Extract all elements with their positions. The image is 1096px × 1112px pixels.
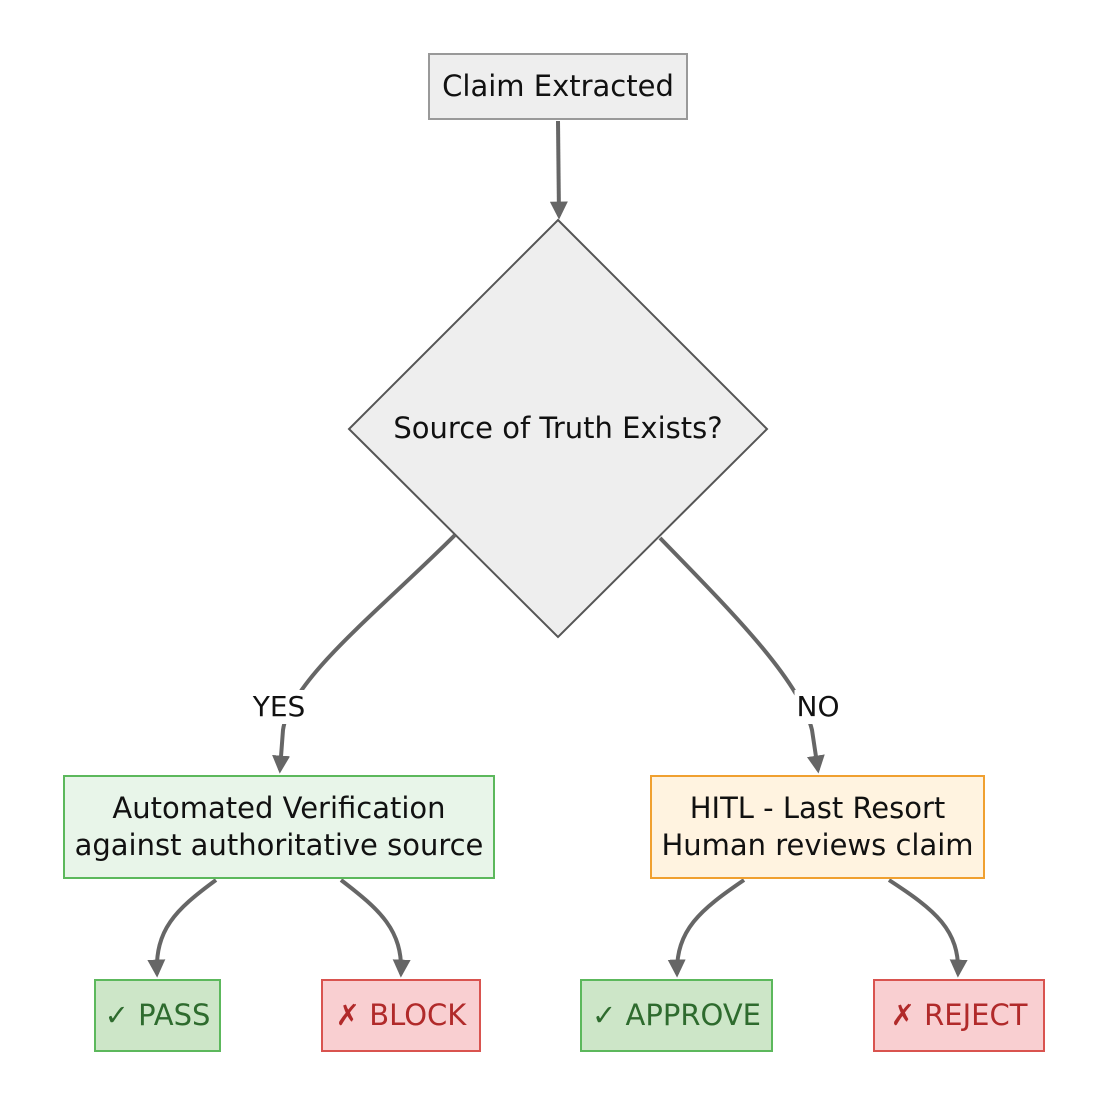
decision-diamond	[347, 218, 769, 639]
no-edge-label: NO	[794, 690, 842, 724]
edge-yes	[272, 533, 457, 774]
block-label: ✗ BLOCK	[335, 998, 467, 1032]
approve-label: ✓ APPROVE	[592, 998, 761, 1032]
automated-verification-line1: Automated Verification	[112, 791, 446, 825]
start-node: Claim Extracted	[428, 53, 688, 120]
edge-auto-to-pass	[147, 878, 218, 978]
edge-auto-to-block	[339, 878, 411, 978]
edge-hitl-to-approve	[667, 878, 746, 978]
edge-no	[658, 536, 825, 774]
pass-label: ✓ PASS	[104, 998, 211, 1032]
automated-verification-node: Automated Verification against authorita…	[63, 775, 495, 879]
hitl-node: HITL - Last Resort Human reviews claim	[650, 775, 985, 879]
automated-verification-line2: against authoritative source	[74, 828, 484, 862]
reject-label: ✗ REJECT	[890, 998, 1028, 1032]
approve-node: ✓ APPROVE	[580, 979, 773, 1052]
edge-hitl-to-reject	[887, 878, 968, 978]
hitl-line1: HITL - Last Resort	[689, 791, 946, 825]
pass-node: ✓ PASS	[94, 979, 221, 1052]
reject-node: ✗ REJECT	[873, 979, 1045, 1052]
block-node: ✗ BLOCK	[321, 979, 481, 1052]
edge-start-to-decision	[549, 120, 568, 220]
yes-edge-label: YES	[250, 690, 308, 724]
start-node-label: Claim Extracted	[442, 69, 674, 103]
decision-label: Source of Truth Exists?	[393, 411, 723, 445]
hitl-line2: Human reviews claim	[661, 828, 974, 862]
